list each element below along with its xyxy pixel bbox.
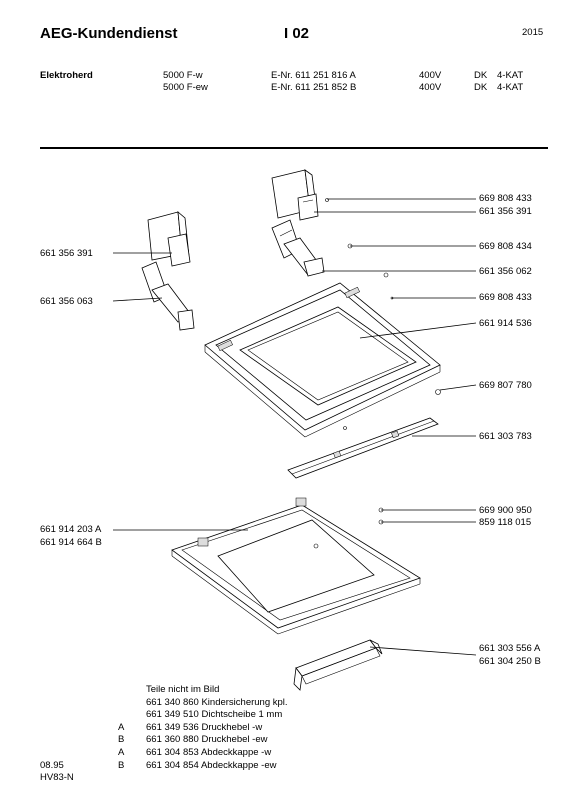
variant-label: B: [118, 734, 125, 745]
part-number: 669 808 433: [479, 193, 532, 204]
part-number: 661 303 556 A: [479, 643, 541, 654]
outer-door: [171, 497, 421, 635]
screw-icon: [343, 426, 347, 430]
hinge-cover-right: [271, 169, 319, 221]
part-number: 661 914 664 B: [40, 537, 102, 548]
dk: DK: [474, 70, 488, 81]
screw-icon: [383, 272, 389, 278]
inner-door-panel: [204, 282, 441, 438]
part-number: 859 118 015: [479, 517, 532, 528]
doc-code: HV83-N: [40, 772, 74, 783]
model: 5000 F-ew: [163, 82, 208, 93]
part-number: 661 356 063: [40, 296, 93, 307]
not-shown-item: 661 360 880 Druckhebel -ew: [146, 734, 268, 745]
door-handle: [293, 639, 383, 691]
kat: 4-KAT: [497, 82, 524, 93]
variant-label: B: [118, 760, 125, 771]
part-number: 661 304 250 B: [479, 656, 541, 667]
model: 5000 F-w: [163, 70, 203, 81]
part-number: 661 356 391: [479, 206, 532, 217]
year: 2015: [522, 27, 544, 38]
hinge-cover-left: [147, 211, 191, 267]
kat: 4-KAT: [497, 70, 524, 81]
variant-label: A: [118, 722, 125, 733]
variant-label: A: [118, 747, 125, 758]
part-number: 669 807 780: [479, 380, 532, 391]
hinge-right: [271, 219, 325, 277]
dk: DK: [474, 82, 488, 93]
voltage: 400V: [419, 82, 442, 93]
not-shown-title: Teile nicht im Bild: [146, 684, 220, 695]
door-bar: [287, 417, 439, 479]
part-number: 669 808 434: [479, 241, 532, 252]
hinge-left: [141, 261, 195, 331]
part-number: 669 808 433: [479, 292, 532, 303]
product-category: Elektroherd: [40, 70, 93, 81]
part-number: 669 900 950: [479, 505, 532, 516]
part-number: 661 356 391: [40, 248, 93, 259]
header-rule: [40, 147, 548, 149]
part-number: 661 914 203 A: [40, 524, 102, 535]
not-shown-item: 661 304 853 Abdeckkappe -w: [146, 747, 272, 758]
not-shown-item: 661 349 510 Dichtscheibe 1 mm: [146, 709, 283, 720]
part-number: 661 914 536: [479, 318, 532, 329]
part-number: 661 303 783: [479, 431, 532, 442]
screw-icon: [325, 198, 329, 202]
not-shown-item: 661 349 536 Druckhebel -w: [146, 722, 263, 733]
date: 08.95: [40, 760, 64, 771]
screw-icon: [435, 389, 441, 395]
not-shown-item: 661 340 860 Kindersicherung kpl.: [146, 697, 288, 708]
brand-title: AEG-Kundendienst: [40, 25, 178, 42]
not-shown-item: 661 304 854 Abdeckkappe -ew: [146, 760, 277, 771]
page-code: I 02: [284, 25, 310, 42]
voltage: 400V: [419, 70, 442, 81]
part-number: 661 356 062: [479, 266, 532, 277]
enr: E-Nr. 611 251 852 B: [271, 82, 357, 93]
enr: E-Nr. 611 251 816 A: [271, 70, 356, 81]
